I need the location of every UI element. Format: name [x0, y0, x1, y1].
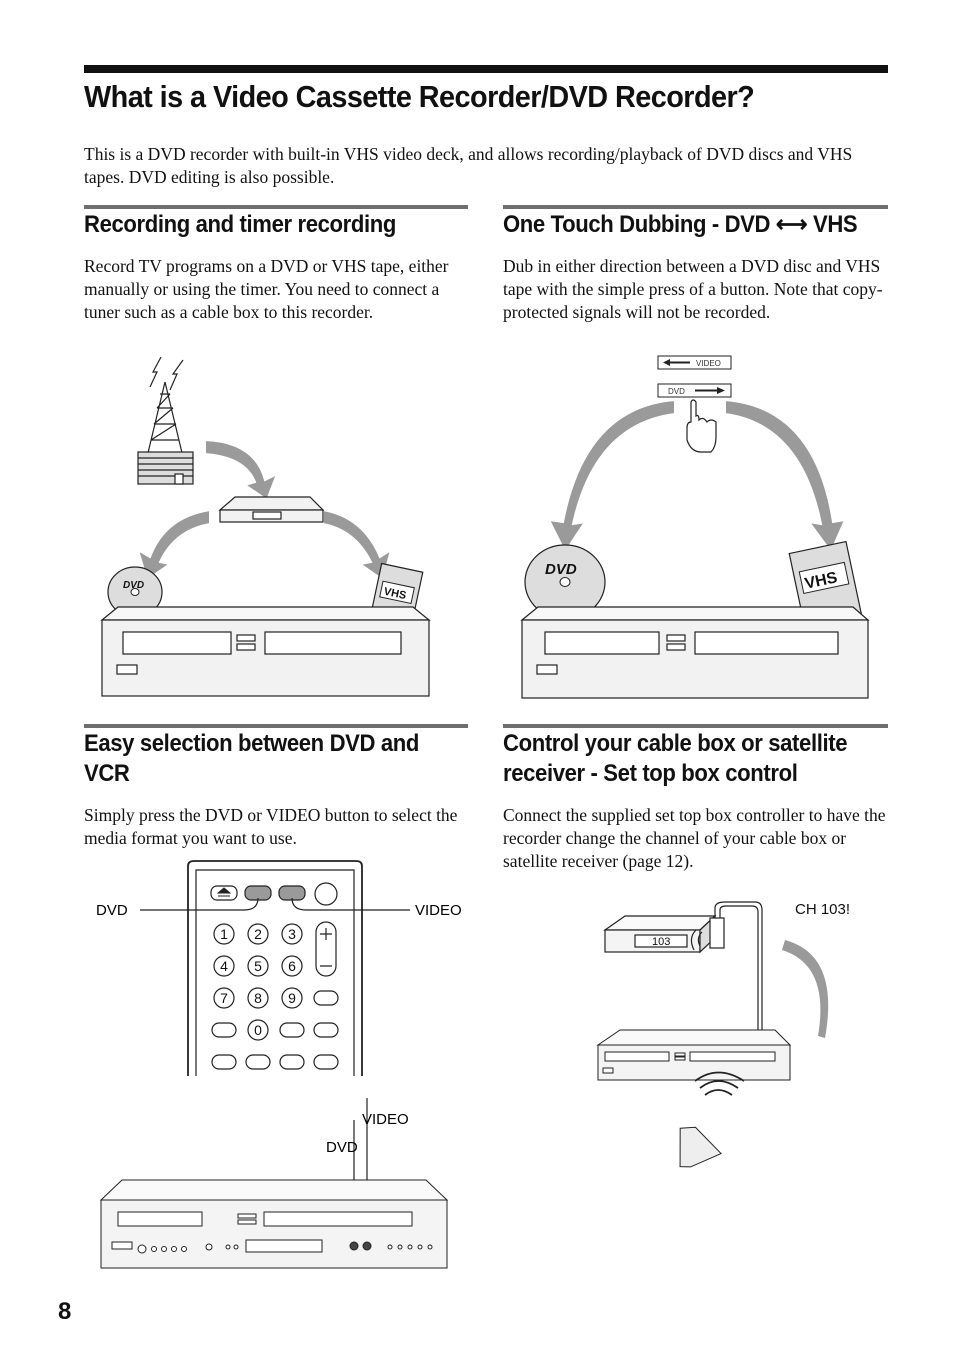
remote-control-icon [679, 1071, 745, 1168]
control-illustration: 103 [596, 901, 829, 1168]
dvd-disc-icon: DVD [107, 566, 163, 618]
callout-label-dvd-front: DVD [326, 1139, 358, 1156]
hand-pointer-icon [686, 399, 717, 453]
svg-text:6: 6 [288, 958, 296, 974]
section-body-dubbing: Dub in either direction between a DVD di… [503, 256, 883, 322]
dvd-logo-text: DVD [123, 580, 144, 591]
callout-label-video-front: VIDEO [362, 1111, 409, 1128]
page-title: What is a Video Cassette Recorder/DVD Re… [84, 79, 755, 114]
easy-selection-illustration: 1 2 3 4 5 6 7 8 9 0 DVD VIDEO VIDEO DVD [96, 860, 462, 1269]
section-rule [503, 205, 888, 209]
signal-arrow [782, 940, 829, 1038]
antenna-tower-icon [137, 356, 194, 485]
dvd-logo-text: DVD [545, 561, 577, 578]
vhs-logo-text: VHS [383, 586, 408, 602]
signal-flow-arrows [136, 438, 393, 582]
section-title-easy: Easy selection between DVD and VCR [84, 730, 420, 787]
dub-video-button: VIDEO [657, 355, 732, 370]
recorder-device-icon [100, 606, 431, 697]
recording-illustration: DVD VHS [100, 356, 431, 697]
vhs-logo-text: VHS [803, 569, 839, 593]
top-rule [84, 65, 888, 73]
svg-text:2: 2 [254, 926, 262, 942]
channel-display: 103 [652, 936, 670, 948]
svg-text:DVD: DVD [668, 387, 685, 396]
svg-text:1: 1 [220, 926, 228, 942]
section-rule [84, 205, 468, 209]
dubbing-title-left: One Touch Dubbing - DVD [503, 211, 771, 238]
double-arrow-icon: ⟷ [775, 211, 808, 238]
cable-box-icon [218, 496, 325, 523]
svg-text:9: 9 [288, 990, 296, 1006]
remote-control-icon: 1 2 3 4 5 6 7 8 9 0 [187, 860, 363, 1076]
dubbing-title-right: VHS [812, 211, 858, 238]
svg-text:3: 3 [288, 926, 296, 942]
section-body-easy: Simply press the DVD or VIDEO button to … [84, 805, 458, 848]
ir-blaster-icon [690, 901, 763, 1030]
page-number: 8 [58, 1298, 72, 1325]
recorder-device-icon [520, 606, 870, 699]
section-title-control: Control your cable box or satellite rece… [503, 730, 848, 787]
recorder-front-panel-icon [99, 1179, 449, 1269]
callout-label-video: VIDEO [415, 902, 462, 919]
dubbing-arrows [547, 398, 847, 554]
callout-label-dvd: DVD [96, 902, 128, 919]
cable-box-icon: 103 [603, 914, 717, 954]
svg-text:8: 8 [254, 990, 262, 1006]
svg-text:7: 7 [220, 990, 228, 1006]
dubbing-illustration: VIDEO DVD DVD VHS [520, 355, 870, 699]
intro-paragraph: This is a DVD recorder with built-in VHS… [84, 144, 853, 187]
section-title-dubbing: One Touch Dubbing - DVD ⟷ VHS [503, 210, 858, 240]
section-rule [84, 724, 468, 728]
svg-text:0: 0 [254, 1022, 262, 1038]
svg-text:4: 4 [220, 958, 228, 974]
section-title-recording: Recording and timer recording [84, 211, 396, 238]
svg-text:5: 5 [254, 958, 262, 974]
section-body-recording: Record TV programs on a DVD or VHS tape,… [84, 256, 449, 322]
section-body-control: Connect the supplied set top box control… [503, 805, 886, 871]
dvd-disc-icon: DVD [524, 544, 606, 620]
recorder-device-icon [596, 1029, 792, 1081]
svg-text:VIDEO: VIDEO [696, 359, 721, 368]
dub-dvd-button: DVD [657, 383, 732, 398]
section-rule [503, 724, 888, 728]
callout-channel: CH 103! [795, 901, 851, 918]
